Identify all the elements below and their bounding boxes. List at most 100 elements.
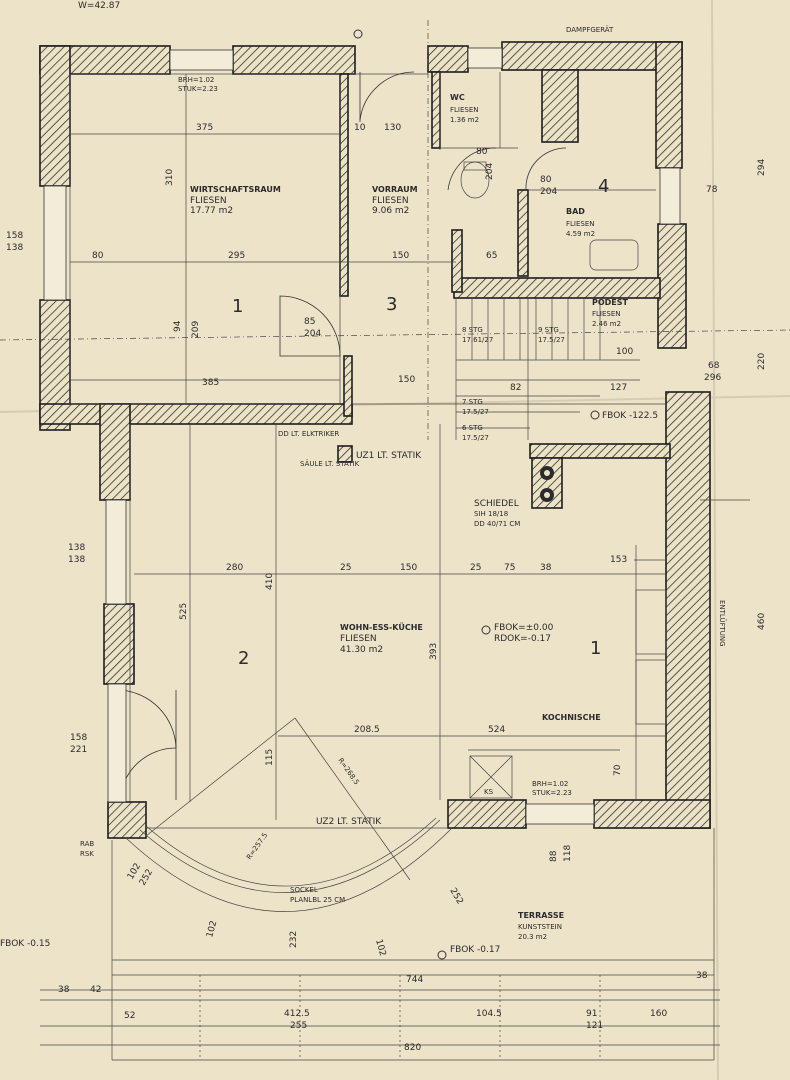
dim-80b: 80 xyxy=(540,175,552,185)
room-number-right: 1 xyxy=(590,638,601,659)
dim-744: 744 xyxy=(406,975,423,985)
room-area: 41.30 m2 xyxy=(340,645,383,655)
label-rab: RAB xyxy=(80,840,94,848)
dim-410: 410 xyxy=(265,573,275,590)
dim-94: 94 xyxy=(173,320,183,332)
dim-91: 91 xyxy=(586,1009,597,1019)
room-floor: FLIESEN xyxy=(190,196,227,206)
room-number-left: 2 xyxy=(238,648,249,669)
bay-window-arc xyxy=(125,717,453,912)
room-floor: FLIESEN xyxy=(450,106,479,114)
wall-left-upper xyxy=(39,45,71,187)
label-fbok-terr: FBOK -0.17 xyxy=(450,945,500,955)
dim-38c: 38 xyxy=(696,971,708,981)
dim-221: 221 xyxy=(70,745,87,755)
dim-102c: 102 xyxy=(373,938,387,957)
dim-115: 115 xyxy=(265,749,275,766)
dim-102b: 102 xyxy=(205,920,219,939)
wall-mid-horizontal xyxy=(39,403,353,425)
label-stair-dnd: 17.5/27 xyxy=(462,434,489,442)
label-fbok-main: FBOK=±0.00 xyxy=(494,623,554,633)
room-floor: FLIESEN xyxy=(592,310,621,318)
dim-138c: 138 xyxy=(68,555,85,565)
dim-375: 375 xyxy=(196,123,213,133)
walls xyxy=(39,41,711,839)
wall-podest-top xyxy=(453,277,661,299)
wall-right-upper xyxy=(655,41,683,169)
dim-10: 10 xyxy=(354,123,366,133)
label-uz2: UZ2 LT. STATIK xyxy=(316,817,382,827)
dim-85: 85 xyxy=(304,317,315,327)
interior-lines xyxy=(69,72,667,829)
room-name: WC xyxy=(450,93,465,102)
room-name: WIRTSCHAFTSRAUM xyxy=(190,185,281,194)
room-area: 17.77 m2 xyxy=(190,206,233,216)
dim-104: 104.5 xyxy=(476,1009,502,1019)
dim-525: 525 xyxy=(179,603,189,620)
dim-150b: 150 xyxy=(398,375,415,385)
label-stair-up2: 9 STG xyxy=(538,326,559,334)
label-dd: DD 40/71 CM xyxy=(474,520,520,528)
dim-52: 52 xyxy=(124,1011,135,1021)
label-stair-dnb: 17.5/27 xyxy=(462,408,489,416)
dim-top-left: W=42.87 xyxy=(78,1,120,11)
wall-bottom-mid xyxy=(447,799,527,829)
annotations: DAMPFGERÄT SCHIEDEL SIH 18/18 DD 40/71 C… xyxy=(0,25,727,955)
room-podest: PODEST FLIESEN 2.46 m2 xyxy=(592,298,629,328)
dim-78: 78 xyxy=(706,185,718,195)
room-number: 1 xyxy=(232,296,243,317)
room-vorraum: VORRAUM FLIESEN 9.06 m2 3 xyxy=(372,185,418,315)
room-name: WOHN-ESS-KÜCHE xyxy=(340,622,423,632)
room-floor: FLIESEN xyxy=(340,634,377,644)
room-floor: FLIESEN xyxy=(566,220,595,228)
label-radius1: R=257.5 xyxy=(245,831,269,861)
dim-25b: 25 xyxy=(470,563,481,573)
dim-208: 208.5 xyxy=(354,725,380,735)
label-stuk2: STUK=2.23 xyxy=(532,789,572,797)
dim-160: 160 xyxy=(650,1009,667,1019)
room-number: 4 xyxy=(598,176,609,197)
wall-inner-1 xyxy=(339,73,349,297)
windows xyxy=(43,47,681,825)
dim-153: 153 xyxy=(610,555,627,565)
wall-wc-side xyxy=(431,71,441,149)
dim-82: 82 xyxy=(510,383,521,393)
dim-138a: 138 xyxy=(6,243,23,253)
label-rdok-main: RDOK=-0.17 xyxy=(494,634,551,644)
dim-204c: 204 xyxy=(540,187,557,197)
dim-393: 393 xyxy=(429,643,439,660)
dim-220: 220 xyxy=(757,353,767,370)
room-floor: KUNSTSTEIN xyxy=(518,923,562,931)
room-wc: WC FLIESEN 1.36 m2 xyxy=(450,93,479,124)
wall-top-right-b xyxy=(501,41,683,71)
label-brh2: BRH=1.02 xyxy=(532,780,568,788)
label-entlueftung: ENTLÜFTUNG xyxy=(718,600,727,647)
dim-80a: 80 xyxy=(476,147,488,157)
staircase xyxy=(455,298,640,440)
dim-296: 296 xyxy=(704,373,721,383)
dim-68: 68 xyxy=(708,361,720,371)
dim-65: 65 xyxy=(486,251,497,261)
dim-280: 280 xyxy=(226,563,243,573)
wall-inner-2 xyxy=(343,355,353,417)
dim-252b: 252 xyxy=(447,887,464,907)
label-sockel: SOCKEL xyxy=(290,886,318,894)
wall-left-lower xyxy=(103,603,135,685)
dim-88: 88 xyxy=(549,850,559,862)
dim-138b: 138 xyxy=(68,543,85,553)
dim-38b: 38 xyxy=(58,985,70,995)
room-area: 4.59 m2 xyxy=(566,230,595,238)
label-stair-up2b: 17.5/27 xyxy=(538,336,565,344)
wall-bottom-left xyxy=(107,801,147,839)
label-stair-up1b: 17.61/27 xyxy=(462,336,493,344)
room-wirtschaftsraum: WIRTSCHAFTSRAUM FLIESEN 17.77 m2 1 xyxy=(190,185,281,317)
wall-top-right-a xyxy=(427,45,469,73)
room-wohn-ess-kueche: WOHN-ESS-KÜCHE FLIESEN 41.30 m2 2 1 xyxy=(238,622,601,669)
dim-150a: 150 xyxy=(392,251,409,261)
label-stair-dnc: 6 STG xyxy=(462,424,483,432)
wall-pillar-left xyxy=(99,403,131,501)
dimension-lines xyxy=(0,20,790,1027)
wall-stair-left xyxy=(451,229,463,293)
room-name: PODEST xyxy=(592,298,629,307)
wall-right-mid xyxy=(657,223,687,349)
